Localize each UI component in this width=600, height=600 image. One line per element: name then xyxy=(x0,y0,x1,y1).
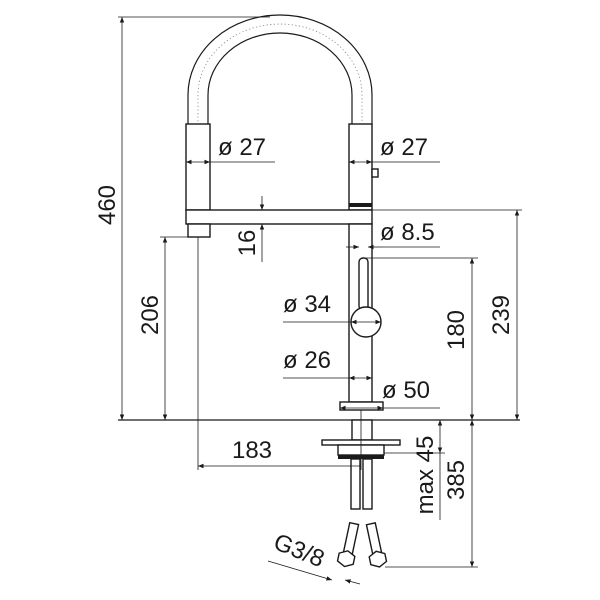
dim-below-deck-length: 385 xyxy=(443,460,470,500)
dim-knob-diameter: ø 34 xyxy=(283,291,331,318)
lever xyxy=(358,257,369,311)
base-ring xyxy=(339,401,384,411)
dim-base-diameter: ø 50 xyxy=(382,377,430,404)
dim-connection-thread: G3/8 xyxy=(270,529,328,574)
hose-inner xyxy=(207,32,353,125)
hose xyxy=(187,14,373,125)
dim-spout-outlet-height: 206 xyxy=(137,295,164,335)
dim-lever-diameter: ø 8.5 xyxy=(380,219,435,246)
dim-hose-end-left: ø 27 xyxy=(218,134,266,161)
dimension-labels: 460 206 16 ø 27 ø 27 ø 8.5 ø 34 ø 26 ø 5… xyxy=(94,134,515,573)
supply-connector-right xyxy=(365,522,388,568)
right-band xyxy=(349,203,372,207)
right-hose-end xyxy=(348,123,373,211)
hose-ribs xyxy=(197,23,363,125)
dim-bar-height: 239 xyxy=(488,295,515,335)
horizontal-bar xyxy=(185,209,373,225)
dim-hose-end-right: ø 27 xyxy=(380,134,428,161)
dim-spout-reach: 183 xyxy=(232,437,272,464)
dim-lever-height: 180 xyxy=(443,310,470,350)
supply-connector-left xyxy=(336,521,360,568)
dim-bar-thickness: 16 xyxy=(234,230,261,257)
button-icon xyxy=(371,168,379,178)
left-hose-end xyxy=(185,123,211,211)
supply-hose-right xyxy=(362,458,373,510)
spout-nub xyxy=(187,223,211,238)
dim-max-deck-thickness: max 45 xyxy=(412,436,439,515)
faucet xyxy=(118,14,520,568)
dim-total-height: 460 xyxy=(94,185,121,225)
supply-hose-left xyxy=(350,458,361,510)
shank xyxy=(351,419,373,441)
dimension-lines xyxy=(118,16,522,585)
dim-body-diameter: ø 26 xyxy=(283,347,331,374)
